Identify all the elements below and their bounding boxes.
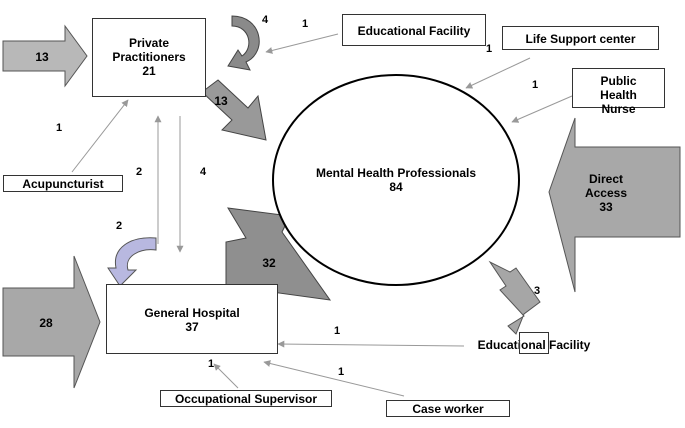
general-hospital-name: General Hospital: [144, 306, 240, 320]
general-hospital-count: 37: [185, 320, 199, 334]
num-case-worker-to-hospital: 1: [338, 366, 345, 378]
num-occ-to-hospital: 1: [208, 358, 215, 370]
acupuncturist-label: Acupuncturist: [22, 177, 104, 191]
public-health-nurse-box: Public Health Nurse: [572, 68, 665, 116]
acupuncturist-box: Acupuncturist: [3, 175, 123, 192]
private-practitioners-name: Private Practitioners: [112, 36, 186, 64]
line-case-to-hospital: [263, 360, 405, 397]
arrow-direct-access: [548, 117, 681, 293]
mental-health-ellipse: [272, 74, 520, 286]
line-occ-to-hospital: [213, 363, 239, 389]
line-edu-to-hospital: [277, 340, 465, 348]
mental-health-count: 84: [389, 180, 403, 194]
case-worker-label: Case worker: [412, 402, 484, 416]
loop-hospital-self: [107, 237, 157, 287]
edu-facility-bottom-marker: [519, 332, 549, 354]
arrow-private-to-mh: [201, 79, 267, 141]
private-practitioners-box: Private Practitioners 21: [92, 18, 206, 97]
public-health-nurse-label: Public Health Nurse: [600, 74, 637, 116]
direct-access-count: 33: [599, 200, 613, 214]
arrow-edu-to-mh: [488, 260, 541, 335]
num-edu-to-private: 1: [302, 18, 309, 30]
num-edu-bottom-to-mh: 3: [534, 285, 541, 297]
occupational-supervisor-label: Occupational Supervisor: [174, 392, 318, 406]
edu-facility-top-box: Educational Facility: [342, 14, 486, 46]
num-life-to-mh: 1: [532, 79, 539, 91]
num-edu-bottom-to-hospital: 1: [334, 325, 341, 337]
num-hospital-self-loop: 2: [116, 220, 123, 232]
line-nurse-to-mh: [511, 95, 573, 123]
life-support-label: Life Support center: [525, 32, 636, 46]
occupational-supervisor-box: Occupational Supervisor: [160, 390, 332, 407]
arrow-into-private: [2, 24, 88, 88]
arrow-private-to-mh-value: 13: [214, 94, 228, 108]
general-hospital-box: General Hospital 37: [106, 284, 278, 354]
mental-health-name: Mental Health Professionals: [315, 166, 477, 180]
arrow-hospital-to-mh-value: 32: [262, 256, 276, 270]
num-private-to-hospital: 4: [200, 166, 207, 178]
arrow-into-hospital: [2, 255, 101, 389]
arrow-into-hospital-value: 28: [39, 316, 53, 330]
num-edu-flow-extra: 1: [486, 43, 493, 55]
case-worker-box: Case worker: [386, 400, 510, 417]
line-edu-to-private: [265, 33, 339, 54]
loop-private-self: [227, 15, 260, 71]
direct-access-label: Direct Access: [584, 172, 628, 200]
edu-facility-top-label: Educational Facility: [357, 24, 471, 38]
life-support-box: Life Support center: [502, 26, 659, 50]
line-acup-to-private: [71, 99, 129, 173]
num-hospital-to-private: 2: [136, 166, 143, 178]
num-nurse-to-mh: 1: [56, 122, 63, 134]
num-private-self-loop: 4: [262, 14, 269, 26]
arrow-into-private-value: 13: [35, 50, 49, 64]
edu-facility-bottom-label: Educational Facility: [477, 338, 591, 352]
private-practitioners-count: 21: [142, 64, 156, 78]
line-life-to-mh: [465, 57, 531, 89]
